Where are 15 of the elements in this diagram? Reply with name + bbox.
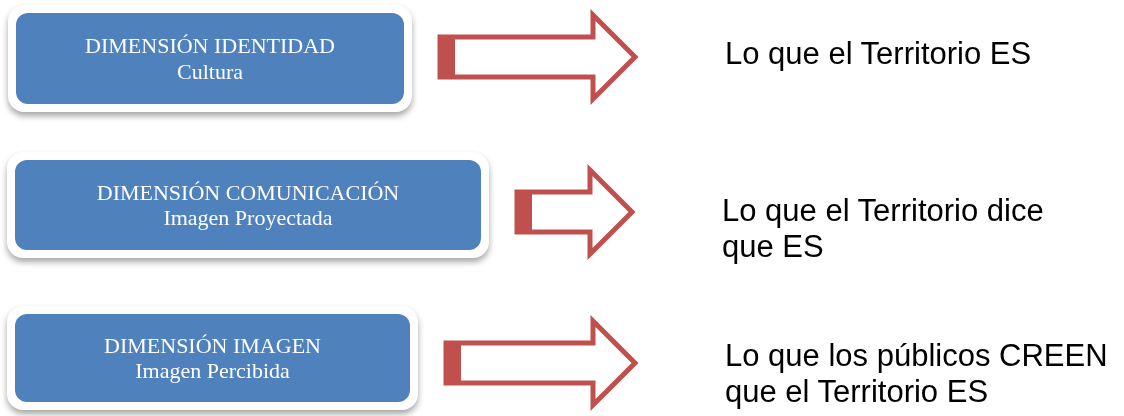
- box-frame: [7, 306, 418, 410]
- dimension-title: DIMENSIÓN COMUNICACIÓN: [96, 179, 400, 205]
- block-arrow: [437, 8, 639, 106]
- dimension-title: DIMENSIÓN IDENTIDAD: [85, 33, 335, 59]
- dimension-title: DIMENSIÓN IMAGEN: [104, 332, 321, 358]
- dimension-subtitle: Cultura: [177, 58, 243, 84]
- box-frame: [8, 5, 412, 112]
- description-text: Lo que el Territorio dice que ES: [722, 193, 1045, 265]
- dimension-subtitle: Imagen Proyectada: [163, 205, 333, 231]
- dimension-subtitle: Imagen Percibida: [135, 358, 290, 384]
- block-arrow: [443, 314, 639, 412]
- description-text: Lo que el Territorio ES: [725, 36, 1033, 72]
- block-arrow: [514, 163, 636, 261]
- description-text: Lo que los públicos CREEN que el Territorio ES: [725, 338, 1109, 410]
- box-frame: [7, 152, 489, 258]
